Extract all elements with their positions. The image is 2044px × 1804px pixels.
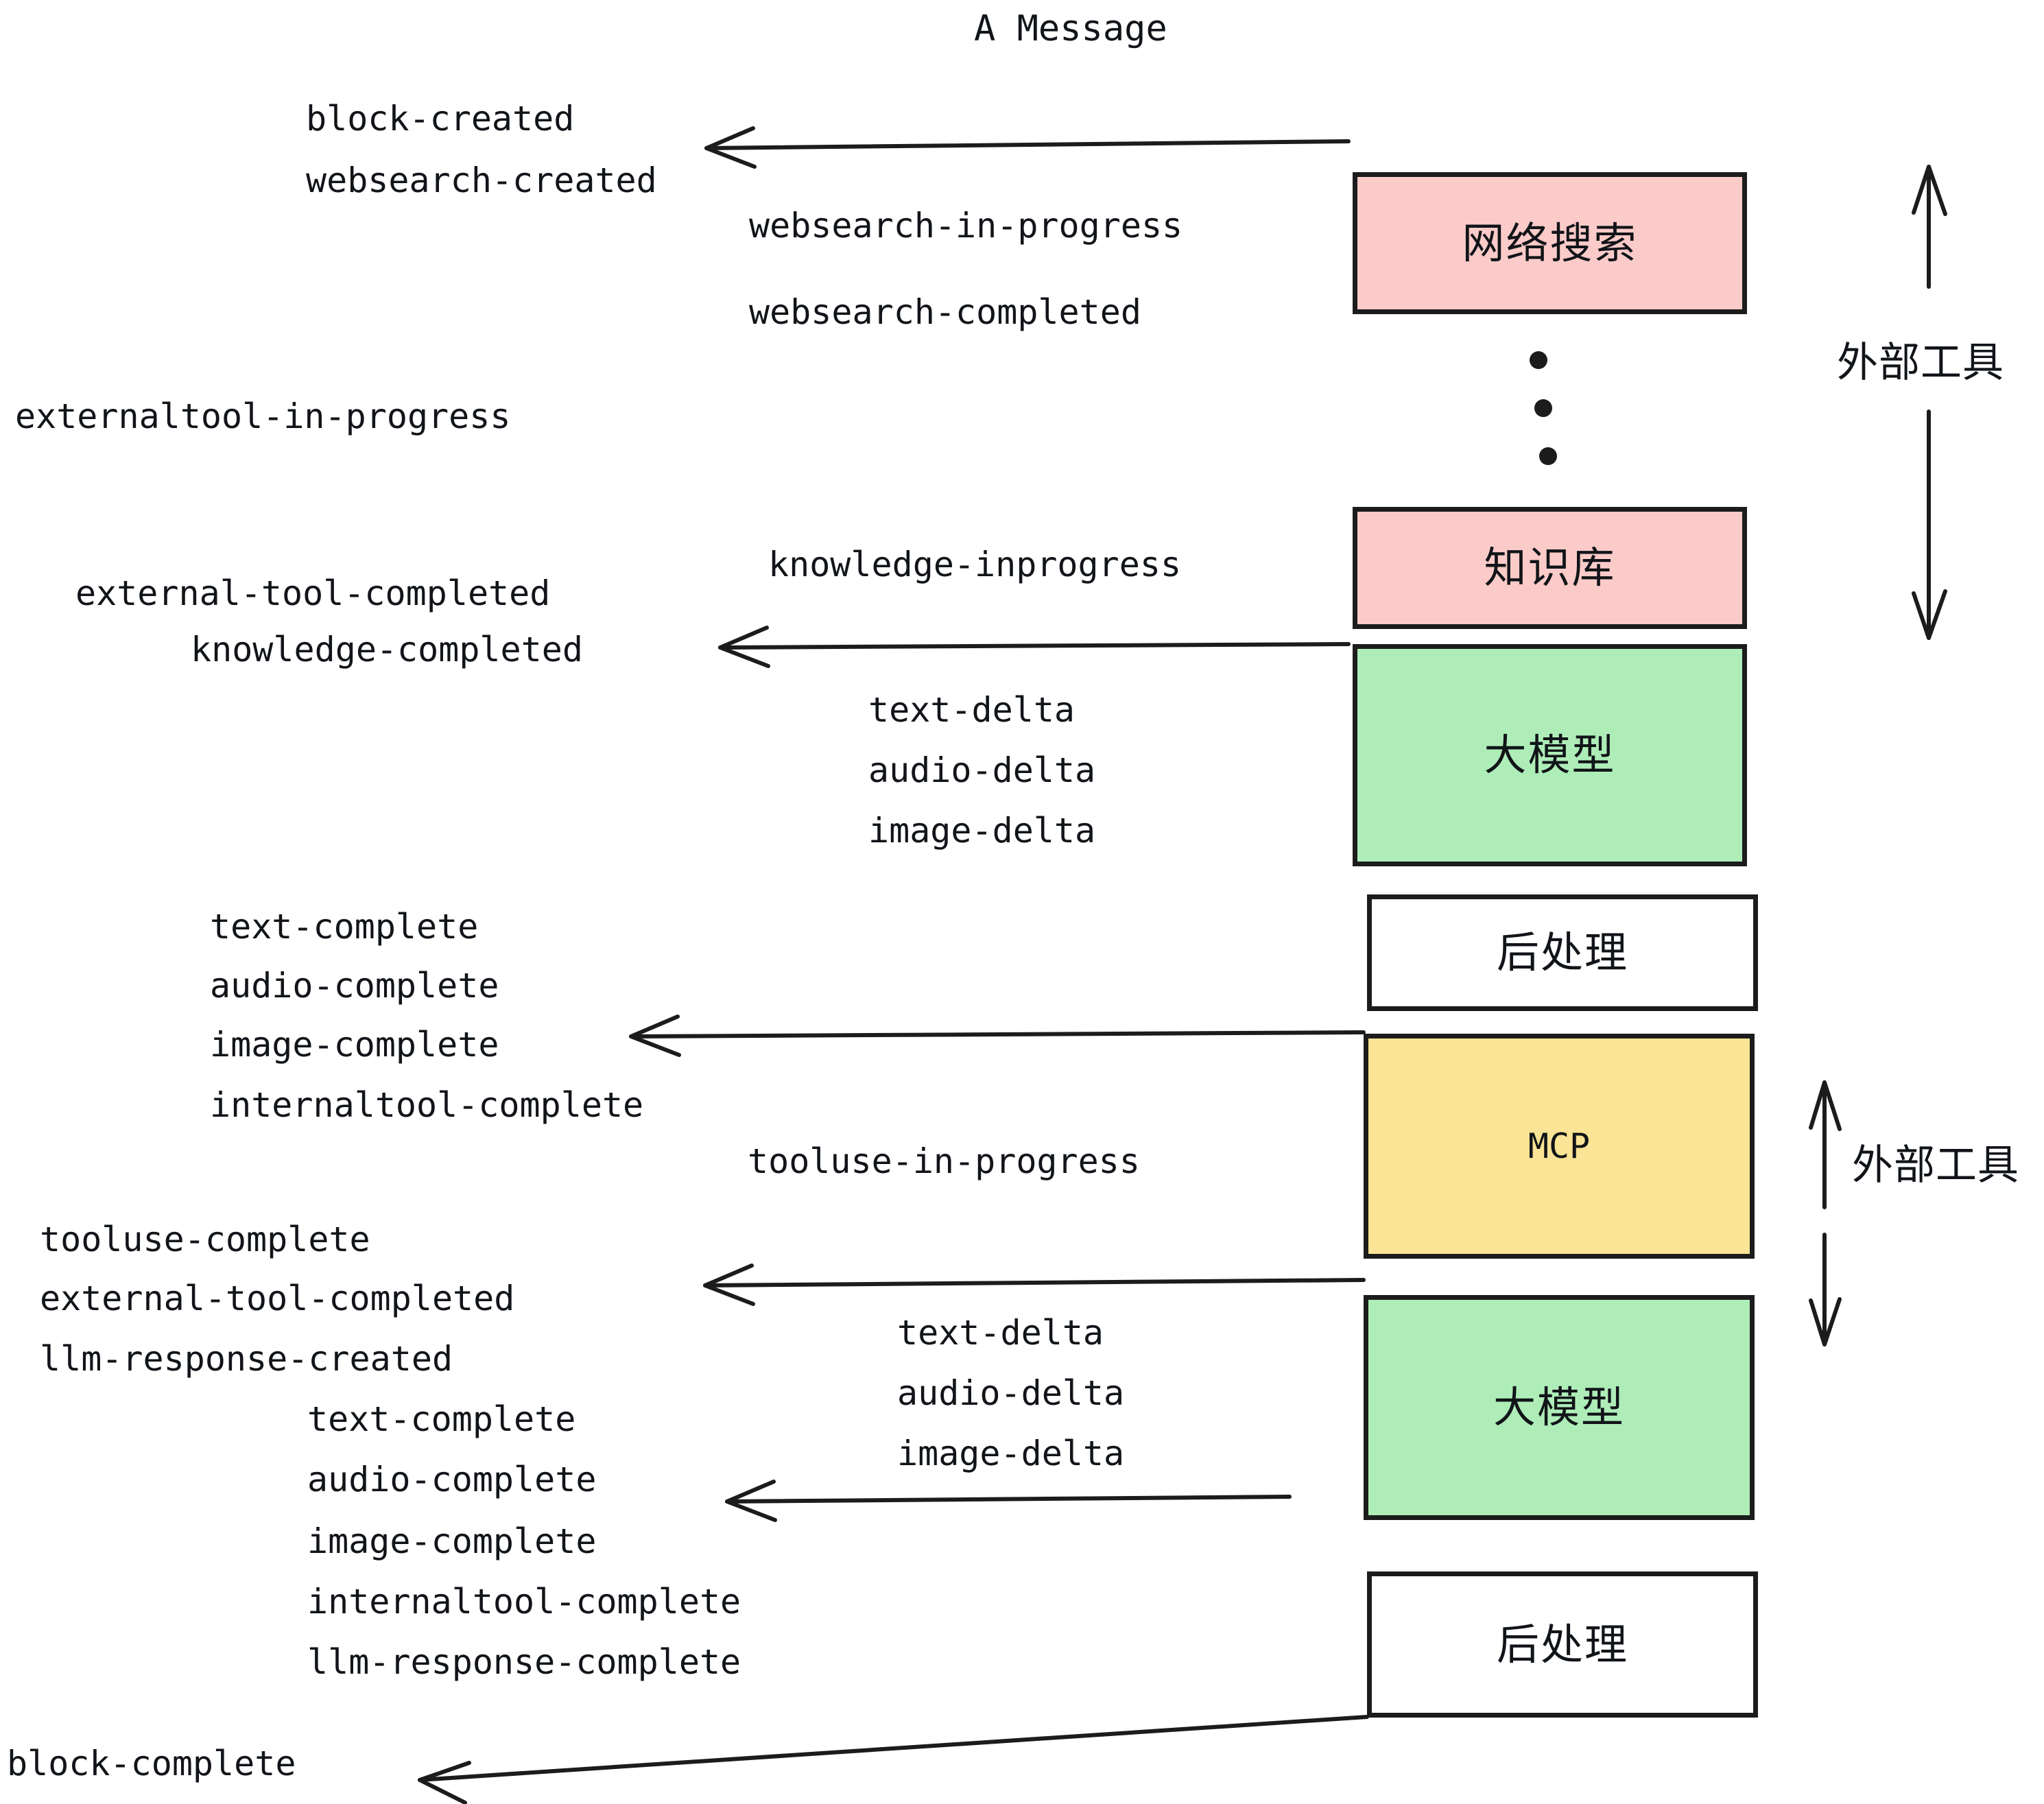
stage-box-label: 后处理 (1496, 1619, 1628, 1670)
event-websearch-in-progress: websearch-in-progress (749, 206, 1183, 246)
arrow-llm-to-audiocomplete (725, 1480, 1292, 1522)
stage-box-label: MCP (1528, 1126, 1591, 1166)
event-block-complete: block-complete (7, 1744, 296, 1783)
event-tooluse-in-progress: tooluse-in-progress (748, 1141, 1140, 1181)
event-audio-complete-1: audio-complete (210, 966, 499, 1006)
side-label-external-tool-upper: 外部工具 (1837, 339, 2004, 387)
event-audio-delta-2: audio-delta (897, 1373, 1125, 1413)
event-websearch-completed: websearch-completed (749, 292, 1141, 332)
external-tool-bracket-lower (1809, 1080, 1842, 1346)
event-text-complete-2: text-complete (307, 1399, 576, 1439)
stage-box-label: 大模型 (1484, 730, 1616, 780)
event-text-delta-1: text-delta (868, 690, 1076, 730)
page-title: A Message (974, 8, 1167, 49)
arrow-postprocess-to-blockcomplete (418, 1715, 1369, 1804)
event-external-tool-completed-1: external-tool-completed (75, 573, 551, 613)
stage-box-postprocess-lower[interactable]: 后处理 (1367, 1571, 1758, 1718)
event-text-complete-1: text-complete (210, 907, 479, 947)
event-image-delta-1: image-delta (868, 811, 1096, 851)
stage-box-label: 网络搜索 (1462, 217, 1638, 268)
event-internaltool-complete-1: internaltool-complete (210, 1085, 644, 1125)
event-block-created: block-created (306, 99, 575, 139)
arrow-websearch-to-blockcreated (704, 126, 1351, 169)
event-externaltool-in-progress: externaltool-in-progress (15, 396, 511, 436)
event-external-tool-completed-2: external-tool-completed (40, 1279, 515, 1318)
side-label-external-tool-lower: 外部工具 (1852, 1141, 2019, 1189)
stage-box-mcp[interactable]: MCP (1364, 1034, 1755, 1259)
stage-box-label: 知识库 (1484, 543, 1616, 593)
event-knowledge-completed: knowledge-completed (191, 630, 583, 669)
stage-box-websearch[interactable]: 网络搜索 (1353, 172, 1747, 314)
event-tooluse-complete: tooluse-complete (40, 1220, 370, 1259)
event-image-complete-1: image-complete (210, 1025, 499, 1065)
event-audio-delta-1: audio-delta (868, 750, 1096, 790)
event-image-complete-2: image-complete (307, 1521, 597, 1561)
stage-box-postprocess-upper[interactable]: 后处理 (1367, 894, 1758, 1011)
ellipsis-dot-1 (1530, 351, 1547, 369)
event-audio-complete-2: audio-complete (307, 1460, 597, 1499)
event-llm-response-created: llm-response-created (40, 1339, 453, 1379)
event-image-delta-2: image-delta (897, 1434, 1125, 1473)
stage-box-label: 大模型 (1493, 1382, 1625, 1432)
arrow-knowledge-to-completed (718, 626, 1351, 668)
arrow-mcp-to-toolusecomplete (703, 1263, 1366, 1306)
ellipsis-dot-3 (1539, 447, 1557, 465)
event-knowledge-inprogress: knowledge-inprogress (768, 545, 1182, 584)
stage-box-label: 后处理 (1496, 927, 1628, 977)
event-internaltool-complete-2: internaltool-complete (307, 1582, 741, 1622)
stage-box-llm-lower[interactable]: 大模型 (1364, 1295, 1755, 1520)
ellipsis-dot-2 (1534, 399, 1552, 417)
stage-box-knowledge[interactable]: 知识库 (1353, 507, 1747, 629)
event-websearch-created: websearch-created (306, 161, 657, 200)
arrow-postprocess-to-imagecomplete (629, 1014, 1366, 1057)
external-tool-bracket-upper (1912, 165, 1947, 640)
stage-box-llm-upper[interactable]: 大模型 (1353, 644, 1747, 866)
event-llm-response-complete: llm-response-complete (307, 1642, 741, 1682)
event-text-delta-2: text-delta (897, 1313, 1104, 1353)
